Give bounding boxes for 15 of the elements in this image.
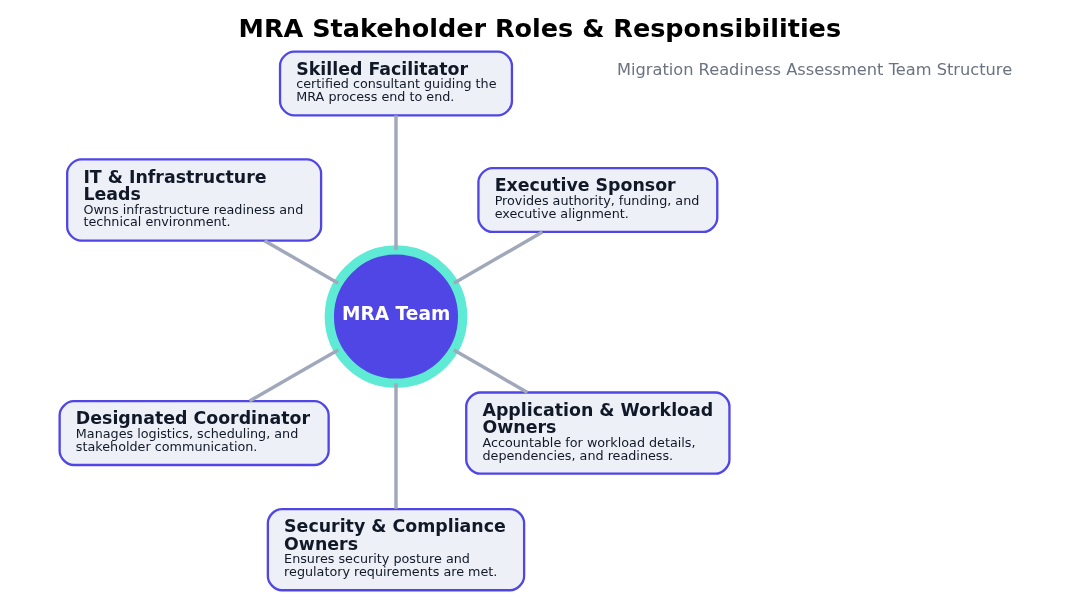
node-box: Executive Sponsor Provides authority, funding, and executive alignment. bbox=[477, 167, 719, 234]
node-box: IT & Infrastructure Leads Owns infrastructure readiness and technical environment. bbox=[66, 158, 323, 242]
node-box: Security & Compliance Owners Ensures security posture and regulatory requirements are met. bbox=[266, 507, 526, 592]
diagram-title: MRA Stakeholder Roles & Responsibilities bbox=[238, 12, 842, 43]
connector bbox=[394, 383, 398, 509]
node-circle: MRA Team bbox=[324, 245, 468, 388]
connector bbox=[452, 348, 529, 394]
node-box: Designated Coordinator Manages logistics, scheduling, and stakeholder communication. bbox=[58, 400, 330, 467]
label: Migration Readiness Assessment Team Structure bbox=[617, 60, 1013, 80]
connector bbox=[248, 348, 339, 403]
connector bbox=[263, 239, 339, 285]
connector bbox=[394, 115, 398, 250]
node-box: Skilled Facilitator certified consultant guiding the MRA process end to end. bbox=[278, 50, 514, 117]
node-box: Application & Workload Owners Accountable for workload details, dependencies, and readiness. bbox=[465, 391, 731, 475]
connector bbox=[452, 230, 544, 285]
